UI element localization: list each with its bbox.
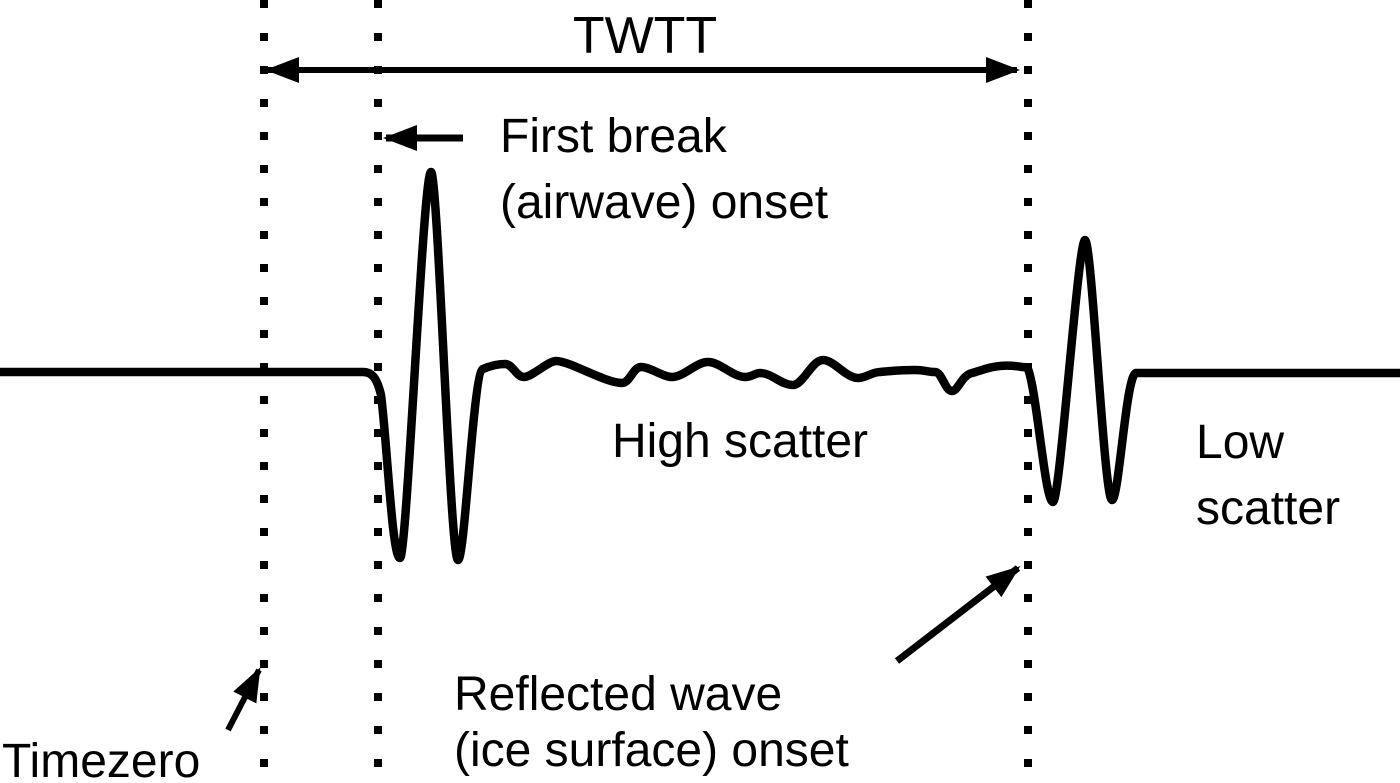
- reflected-wave-label-line1: Reflected wave: [454, 668, 782, 721]
- first-break-label-line1: First break: [500, 110, 728, 163]
- reflected-wave-arrow: [894, 565, 1021, 664]
- timezero-label: Timezero: [2, 735, 200, 783]
- low-scatter-label-line1: Low: [1196, 416, 1284, 469]
- reflected-wave-label-line2: (ice surface) onset: [454, 724, 849, 777]
- timezero-arrow: [225, 667, 262, 732]
- high-scatter-label: High scatter: [612, 415, 868, 468]
- radar-trace-waveform: [0, 167, 1400, 565]
- twtt-label: TWTT: [573, 7, 717, 65]
- first-break-label-line2: (airwave) onset: [500, 176, 828, 229]
- low-scatter-label-line2: scatter: [1196, 482, 1340, 535]
